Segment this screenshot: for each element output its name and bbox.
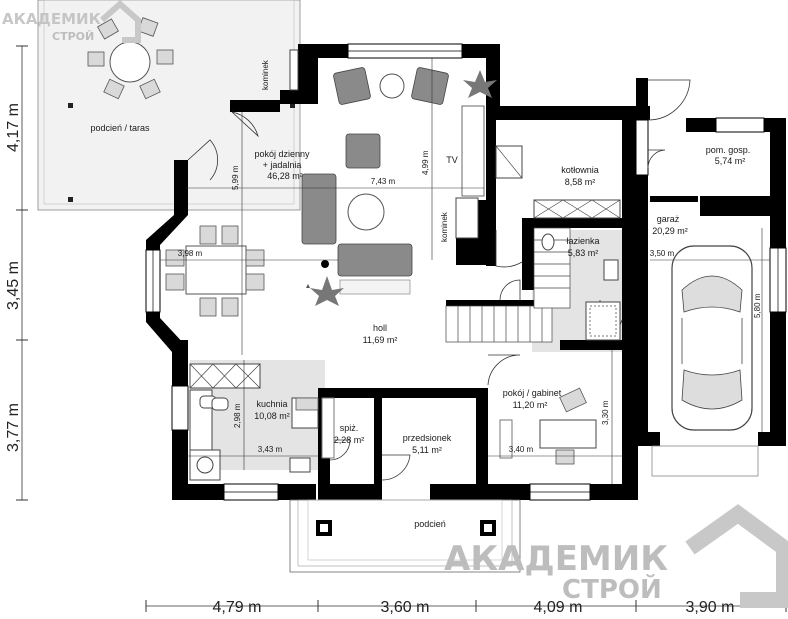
boiler-area: 8,58 m²	[565, 177, 596, 187]
kitchen-area: 10,08 m²	[254, 411, 290, 421]
vestibule-area: 5,11 m²	[412, 445, 442, 455]
garage-label: garaż	[657, 214, 680, 224]
bottom-dim-4: 3,90 m	[686, 599, 735, 616]
study-label: pokój / gabinet	[503, 388, 562, 398]
watermark-bottom: АКАДЕМИК СТРОЙ	[444, 504, 788, 608]
walls	[146, 44, 786, 500]
left-dim-3: 3,77 m	[5, 403, 22, 452]
bathroom-fixtures	[541, 233, 621, 341]
dim-743: 7,43 m	[371, 177, 396, 186]
utility-area: 5,74 m²	[715, 156, 746, 166]
watermark-top: АКАДЕМИК СТРОЙ	[2, 0, 141, 43]
dim-350: 3,50 m	[650, 249, 675, 258]
watermark-bottom-house-icon	[685, 504, 788, 608]
bottom-dim-1: 4,79 m	[213, 599, 262, 616]
car-icon	[671, 245, 753, 431]
room-labels: pokój dzienny + jadalnia 46,28 m² kotłow…	[254, 59, 750, 529]
boiler-label: kotłownia	[561, 165, 599, 175]
dim-398: 3,98 m	[178, 249, 203, 258]
bathroom-label: łazienka	[566, 236, 599, 246]
porch-area	[289, 499, 521, 573]
living-label-1: pokój dzienny	[254, 149, 310, 159]
bottom-dimension-chain: 4,79 m 3,60 m 4,09 m 3,90 m	[145, 599, 787, 616]
dim-343: 3,43 m	[258, 445, 283, 454]
dim-340: 3,40 m	[509, 445, 534, 454]
left-dim-1: 4,17 m	[5, 103, 22, 152]
dim-298: 2,98 m	[233, 403, 242, 428]
dim-580: 5,80 m	[753, 293, 762, 318]
left-dimension-chain: 4,17 m 3,45 m 3,77 m	[5, 45, 28, 501]
dim-599: 5,99 m	[231, 165, 240, 190]
pantry-label: spiż.	[340, 423, 359, 433]
watermark-top-line1: АКАДЕМИК	[2, 10, 102, 28]
utility-label: pom. gosp.	[706, 145, 751, 155]
kitchen-label: kuchnia	[256, 399, 287, 409]
inner-dimension-labels: 5,99 m 7,43 m 4,99 m 3,98 m 3,50 m 5,80 …	[178, 150, 762, 454]
bottom-dim-3: 4,09 m	[534, 599, 583, 616]
living-area: 46,28 m²	[267, 171, 303, 181]
terrace-table-set	[87, 17, 174, 100]
garage-area: 20,29 m²	[652, 226, 688, 236]
garage-apron	[651, 445, 759, 477]
plant-icons	[306, 70, 497, 306]
terrace-label: podcień / taras	[90, 123, 150, 133]
windows	[145, 43, 787, 501]
door-swings	[187, 79, 691, 531]
inner-dimension-lines	[160, 58, 770, 484]
watermark-bottom-line1: АКАДЕМИК	[444, 539, 668, 579]
watermark-bottom-line2: СТРОЙ	[562, 573, 662, 605]
fireplace-label-2: kominek	[440, 211, 449, 242]
watermark-top-line2: СТРОЙ	[52, 30, 94, 43]
boiler-equipment	[495, 145, 621, 219]
study-furniture	[499, 387, 597, 465]
living-furniture	[165, 49, 485, 317]
fireplace-label-1: kominek	[261, 59, 270, 90]
dim-330: 3,30 m	[601, 400, 610, 425]
bottom-dim-2: 3,60 m	[381, 599, 430, 616]
study-area: 11,20 m²	[513, 400, 548, 410]
vestibule-label: przedsionek	[403, 433, 452, 443]
living-label-2: + jadalnia	[263, 160, 302, 170]
hall-area: 11,69 m²	[363, 335, 398, 345]
staircase	[445, 227, 571, 343]
kitchen-furniture	[189, 363, 335, 481]
watermark-top-house-icon	[100, 0, 141, 43]
hall-label: holl	[373, 323, 387, 333]
tv-label: TV	[446, 155, 458, 165]
porch-label: podcień	[414, 519, 446, 529]
bathroom-area: 5,83 m²	[568, 248, 599, 258]
pantry-area: 2,28 m²	[334, 435, 365, 445]
left-dim-2: 3,45 m	[5, 261, 22, 310]
dim-499: 4,99 m	[421, 150, 430, 175]
